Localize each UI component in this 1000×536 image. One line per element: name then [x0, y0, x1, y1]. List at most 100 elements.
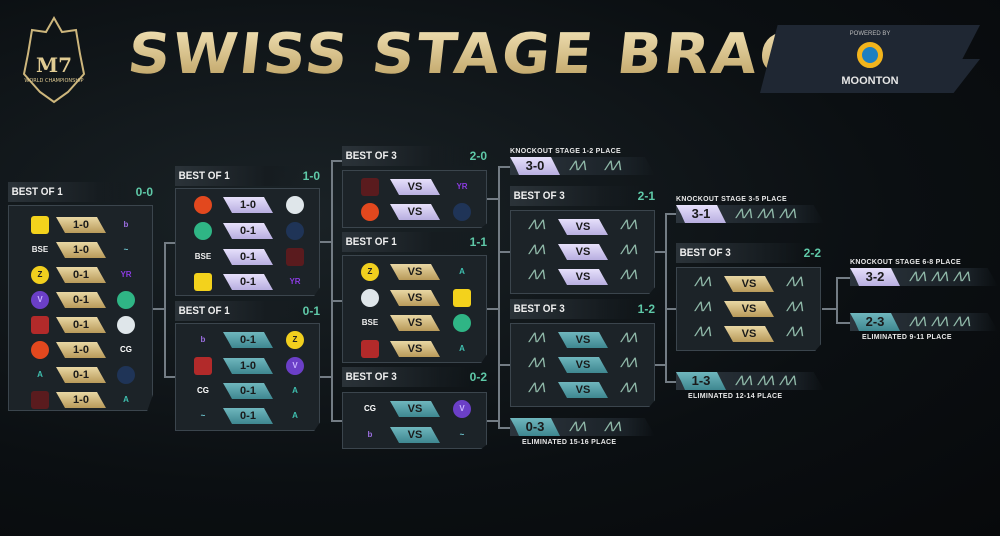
tbd-team-logo-icon: ⋀⋀ — [621, 269, 638, 280]
match-score: 1-0 — [223, 358, 273, 374]
vs-badge: VS — [558, 332, 608, 348]
red-crest-logo-icon — [31, 316, 49, 334]
connector-line — [331, 300, 342, 302]
red-phoenix-logo-icon — [361, 203, 379, 221]
outcome-record: 3-1 — [676, 205, 726, 223]
connector-line — [331, 160, 342, 162]
match-row[interactable]: ⋀⋀VS⋀⋀ — [677, 298, 820, 320]
tbd-team-logo-icon: ⋀⋀ — [529, 269, 546, 280]
vs-badge: VS — [390, 204, 440, 220]
tbd-team-logo-icon: ⋀⋀ — [529, 219, 546, 230]
match-row[interactable]: 1-0 V — [176, 355, 319, 377]
round-format-label: BEST OF 1 — [8, 182, 139, 202]
match-score: 0-1 — [223, 332, 273, 348]
svg-text:M7: M7 — [36, 53, 72, 77]
moonton-logo-icon — [857, 42, 883, 68]
vs-badge: VS — [390, 427, 440, 443]
vs-badge: VS — [390, 315, 440, 331]
purple-v-logo-icon: V — [453, 400, 471, 418]
connector-line — [822, 308, 836, 310]
tbd-team-logo-icon: ⋀⋀ — [954, 271, 971, 282]
outcome-record: 3-0 — [510, 157, 560, 175]
cg-logo-icon: CG — [197, 386, 209, 395]
white-dragon-logo-icon — [286, 196, 304, 214]
match-score: 0-1 — [56, 367, 106, 383]
tbd-team-logo-icon: ⋀⋀ — [621, 219, 638, 230]
round-record-label: 1-2 — [637, 302, 655, 316]
vs-badge: VS — [724, 276, 774, 292]
match-row[interactable]: ⋀⋀VS⋀⋀ — [511, 379, 654, 401]
tbd-team-logo-icon: ⋀⋀ — [787, 301, 804, 312]
purple-v-logo-icon: V — [286, 357, 304, 375]
yellow-z-logo-icon: Z — [286, 331, 304, 349]
vs-badge: VS — [558, 382, 608, 398]
round-format-label: BEST OF 3 — [510, 186, 641, 206]
outcome-label: KNOCKOUT STAGE 1-2 PLACE — [510, 148, 621, 155]
match-score: 0-1 — [223, 223, 273, 239]
tbd-team-logo-icon: ⋀⋀ — [932, 316, 949, 327]
match-row[interactable]: A 0-1 — [9, 364, 152, 386]
round-format-label: BEST OF 1 — [342, 232, 473, 252]
connector-line — [498, 166, 500, 252]
round-record-label: 1-1 — [469, 235, 487, 249]
match-row[interactable]: 0-1 — [176, 220, 319, 242]
connector-line — [164, 242, 175, 244]
match-score: 0-1 — [56, 292, 106, 308]
connector-line — [655, 251, 665, 253]
tbd-team-logo-icon: ⋀⋀ — [621, 244, 638, 255]
match-row[interactable]: 0-1 — [9, 314, 152, 336]
round-format-label: BEST OF 3 — [342, 367, 473, 387]
vs-badge: VS — [558, 357, 608, 373]
match-row[interactable]: ⋀⋀VS⋀⋀ — [677, 323, 820, 345]
purple-b-logo-icon: b — [367, 430, 373, 439]
connector-line — [836, 277, 850, 279]
match-row[interactable]: ⋀⋀VS⋀⋀ — [511, 241, 654, 263]
tbd-team-logo-icon: ⋀⋀ — [695, 276, 712, 287]
tbd-team-logo-icon: ⋀⋀ — [910, 316, 927, 327]
teal-a-logo-icon: A — [37, 370, 43, 379]
connector-line — [655, 364, 665, 366]
teal-a-logo-icon: A — [292, 411, 298, 420]
match-row[interactable]: ⋀⋀VS⋀⋀ — [511, 354, 654, 376]
tbd-team-logo-icon: ⋀⋀ — [529, 244, 546, 255]
match-row[interactable]: ⋀⋀VS⋀⋀ — [511, 216, 654, 238]
outcome-label: ELIMINATED 15-16 PLACE — [522, 439, 617, 446]
dark-crest-logo-icon — [361, 178, 379, 196]
match-row[interactable]: ⋀⋀VS⋀⋀ — [677, 273, 820, 295]
match-row[interactable]: ⋀⋀VS⋀⋀ — [511, 329, 654, 351]
match-row[interactable]: 1-0 — [176, 194, 319, 216]
match-row[interactable]: CG 0-1 A — [176, 380, 319, 402]
green-falcon-logo-icon — [117, 291, 135, 309]
tbd-team-logo-icon: ⋀⋀ — [529, 332, 546, 343]
purple-b-logo-icon: b — [123, 220, 129, 229]
teal-a-logo-icon: A — [292, 386, 298, 395]
outcome-label: KNOCKOUT STAGE 3-5 PLACE — [676, 196, 787, 203]
match-row[interactable]: VS — [343, 287, 486, 309]
cg-logo-icon: CG — [364, 404, 376, 413]
teal-a-logo-icon: A — [123, 395, 129, 404]
match-row[interactable]: VS — [343, 201, 486, 223]
sponsor-name: MOONTON — [841, 75, 899, 87]
match-row[interactable]: ⋀⋀ VS ⋀⋀ — [511, 266, 654, 288]
vs-badge: VS — [558, 269, 608, 285]
outcome-2-3: 2-3⋀⋀⋀⋀⋀⋀ — [850, 313, 998, 331]
liquid-horse-logo-icon — [453, 203, 471, 221]
match-score: 0-1 — [223, 383, 273, 399]
bse-logo-icon: BSE — [194, 252, 212, 261]
